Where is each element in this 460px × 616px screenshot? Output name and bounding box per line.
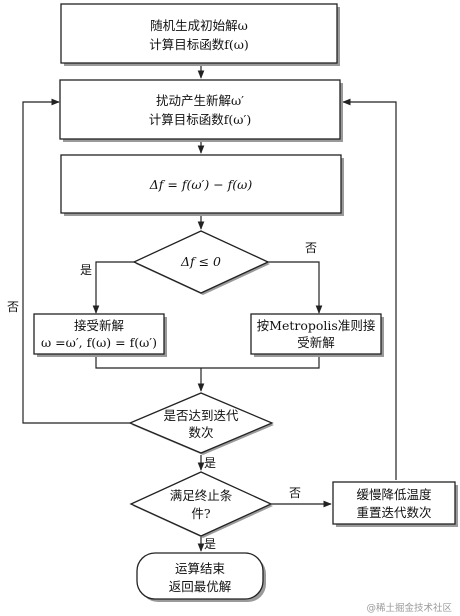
init-line1: 随机生成初始解ω: [150, 18, 248, 33]
cooling-line1: 缓慢降低温度: [356, 487, 432, 502]
end-line1: 运算结束: [175, 561, 226, 576]
accept-box: 接受新解 ω =ω′, f(ω) = f(ω′): [33, 313, 167, 357]
end-terminal: 运算结束 返回最优解: [136, 552, 266, 602]
delta-formula: Δf = f(ω′) − f(ω): [149, 177, 253, 192]
label-no-loop-left: 否: [7, 300, 19, 314]
watermark: @稀土掘金技术社区: [366, 602, 452, 614]
label-no-right: 否: [305, 241, 317, 255]
init-box: 随机生成初始解ω 计算目标函数f(ω): [60, 3, 340, 66]
perturb-line2: 计算目标函数f(ω′): [149, 112, 251, 127]
decision-delta: Δf ≤ 0: [132, 230, 270, 295]
cooling-line2: 重置迭代数次: [356, 505, 431, 520]
label-yes-iteration: 是: [204, 456, 216, 470]
delta-box: Δf = f(ω′) − f(ω): [60, 154, 344, 216]
decision-stop-line1: 满足终止条: [170, 488, 233, 503]
perturb-box: 扰动产生新解ω′ 计算目标函数f(ω′): [59, 79, 343, 142]
decision-delta-text: Δf ≤ 0: [180, 254, 221, 269]
metropolis-line1: 按Metropolis准则接: [257, 318, 376, 333]
decision-iteration-line2: 数次: [188, 425, 213, 440]
accept-line2: ω =ω′, f(ω) = f(ω′): [41, 335, 157, 350]
accept-line1: 接受新解: [74, 318, 124, 333]
decision-stop: 满足终止条 件?: [129, 471, 273, 538]
metropolis-box: 按Metropolis准则接 受新解: [250, 313, 384, 357]
init-line2: 计算目标函数f(ω): [149, 37, 249, 52]
label-no-stop: 否: [289, 486, 301, 500]
label-yes-stop: 是: [204, 537, 216, 551]
end-line2: 返回最优解: [169, 579, 232, 594]
decision-iteration: 是否达到迭代 数次: [128, 392, 274, 455]
label-yes-left: 是: [80, 263, 92, 277]
connectors: [22, 64, 397, 552]
cooling-box: 缓慢降低温度 重置迭代数次: [332, 481, 458, 527]
perturb-line1: 扰动产生新解ω′: [156, 93, 244, 108]
metropolis-line2: 受新解: [297, 335, 335, 350]
decision-stop-line2: 件?: [191, 506, 211, 521]
decision-iteration-line1: 是否达到迭代: [163, 408, 239, 423]
